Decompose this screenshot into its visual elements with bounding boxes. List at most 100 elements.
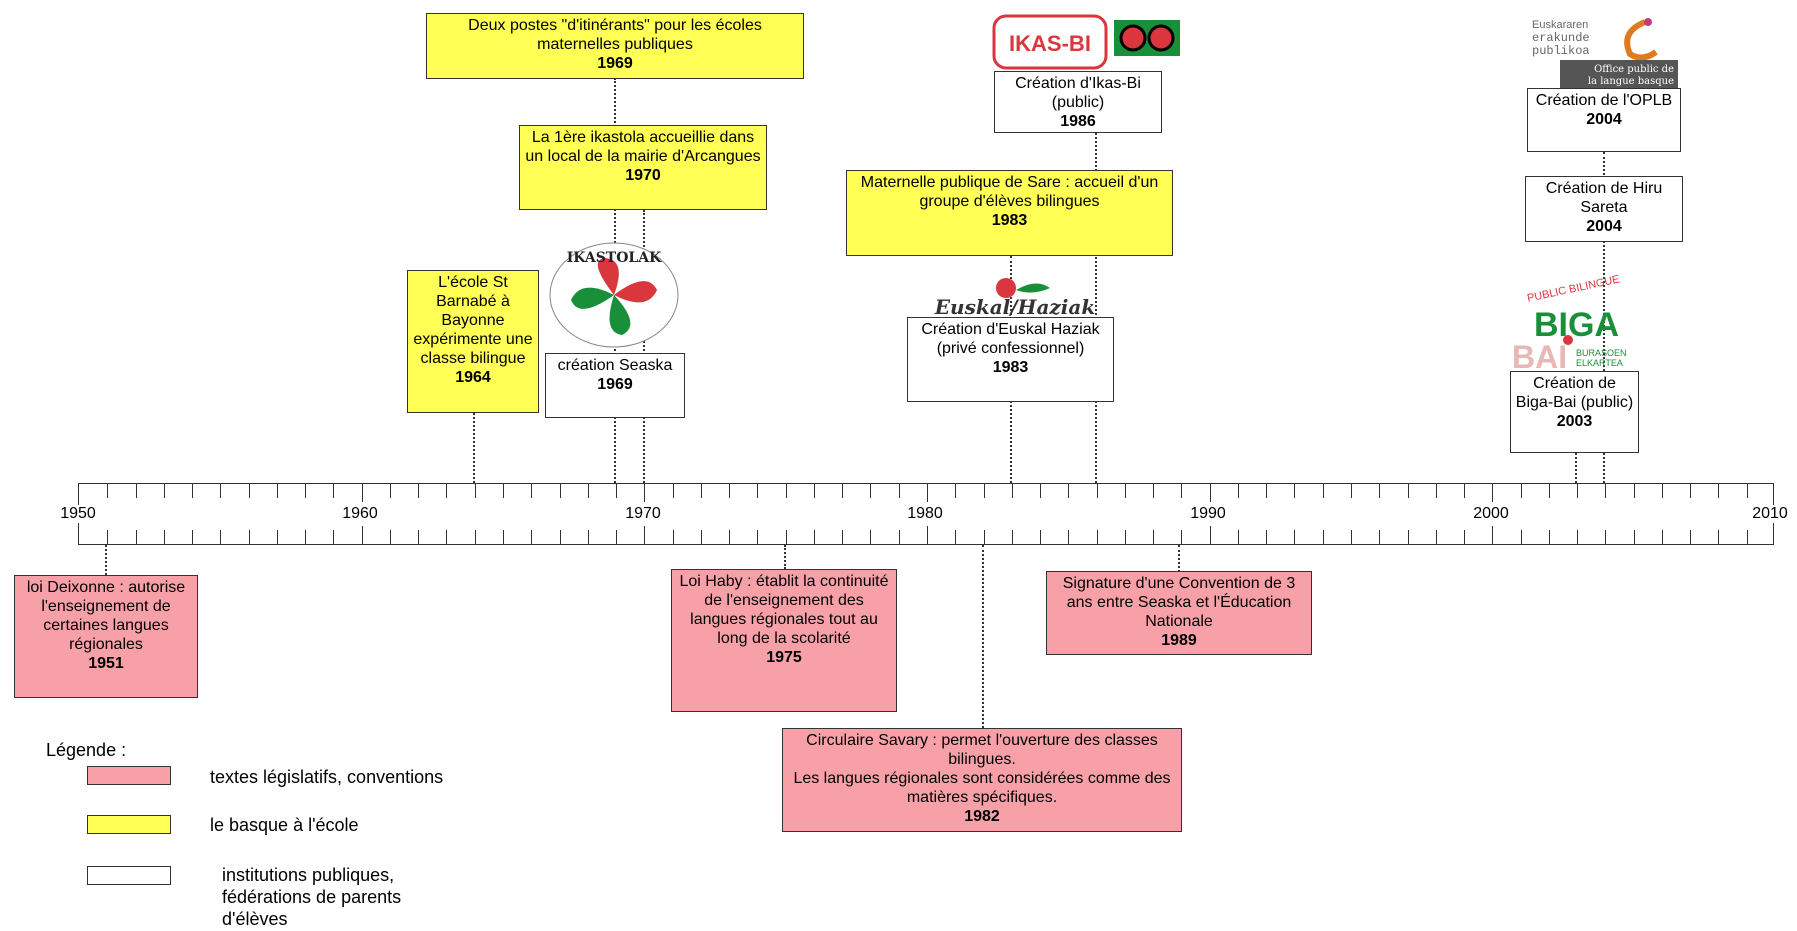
oplb-logo-text-5: la langue basque [1588,76,1674,87]
ikas-bi-logo: IKAS-BI [992,14,1180,70]
biga-logo-arc: PUBLIC BILINGUE [1526,273,1621,304]
axis-tick [163,484,165,498]
axis-tick [446,530,448,544]
legend-swatch-yellow [87,815,171,834]
axis-tick [107,484,109,498]
axis-label-1970: 1970 [613,505,673,523]
axis-tick [700,530,702,544]
event-year: 1964 [455,369,491,386]
legend-label-white: institutions publiques, fédérations de p… [222,864,401,930]
event-maternelle-sare: Maternelle publique de Sare : accueil d'… [846,170,1173,256]
axis-label-1980: 1980 [895,505,955,523]
axis-tick [927,484,928,502]
event-text: Signature d'une Convention de 3 ans entr… [1062,575,1296,630]
event-text: loi Deixonne : autorise l'enseignement d… [26,579,186,653]
axis-tick [898,530,900,544]
axis-tick [1464,530,1466,544]
legend-label-white-3: d'élèves [222,909,288,929]
axis-tick [276,530,278,544]
event-year: 1982 [964,808,1000,825]
axis-tick [1718,530,1720,544]
axis-label-1990: 1990 [1178,505,1238,523]
axis-tick [248,484,250,498]
axis-tick [729,484,731,498]
axis-tick [276,484,278,498]
axis-tick [474,530,476,544]
event-year: 1983 [992,359,1029,376]
axis-tick [220,530,222,544]
axis-tick [1746,484,1748,498]
axis-tick [1379,484,1381,498]
axis-tick [474,484,476,498]
biga-logo-text-4: ELKARTEA [1576,358,1623,368]
axis-tick [587,484,589,498]
axis-tick [1266,530,1268,544]
event-year: 1983 [991,212,1028,229]
event-creation-oplb: Création de l'OPLB 2004 [1527,88,1681,152]
axis-tick [842,530,844,544]
event-creation-hiru-sareta: Création de Hiru Sareta 2004 [1525,176,1683,242]
event-itinerants: Deux postes "d'itinérants" pour les écol… [426,13,804,79]
oplb-logo: Euskararen erakunde publikoa Office publ… [1532,18,1678,88]
axis-tick [955,530,957,544]
legend-label-pink: textes législatifs, conventions [210,767,444,787]
axis-tick [418,484,420,498]
event-text: création Seaska [557,357,673,374]
axis-tick [927,526,928,544]
seaska-logo-text: IKASTOLAK [567,250,662,266]
event-text: Création de Biga-Bai (public) [1515,375,1634,411]
axis-tick [503,484,504,498]
axis-tick [248,530,250,544]
axis-tick [305,484,307,498]
event-creation-ikas-bi: Création d'Ikas-Bi (public) 1986 [994,71,1162,133]
axis-tick [1464,484,1466,498]
axis-tick [1577,530,1579,544]
seaska-ikastolak-logo: IKASTOLAK [549,242,679,348]
event-text-2: Les langues régionales sont considérées … [793,770,1171,806]
axis-tick [361,484,363,502]
axis-label-2000: 2000 [1461,505,1521,523]
event-year: 2003 [1556,413,1593,430]
axis-label-1950: 1950 [48,505,108,523]
biga-bai-logo: PUBLIC BILINGUE BIGA BAI BURASOEN ELKART… [1512,273,1627,372]
axis-tick [1011,484,1013,498]
axis-tick [1435,530,1437,544]
axis-tick [1548,530,1550,544]
axis-tick [135,530,137,544]
oplb-logo-text-4: Office public de [1594,64,1674,75]
axis-tick [220,484,222,498]
event-text: Création d'Euskal Haziak (privé confessi… [921,321,1100,357]
axis-tick [1068,530,1070,544]
axis-tick [644,484,646,502]
axis-tick [418,530,420,544]
event-text-1: Circulaire Savary : permet l'ouverture d… [806,732,1158,768]
event-creation-euskal-haziak: Création d'Euskal Haziak (privé confessi… [907,317,1114,402]
axis-tick [192,484,194,498]
connector-1964 [473,413,475,483]
event-creation-seaska: création Seaska 1969 [545,353,685,418]
axis-tick [1351,530,1352,544]
biga-logo-text-2: BAI [1512,339,1567,372]
event-st-barnabe: L'école St Barnabé à Bayonne expérimente… [407,270,539,413]
biga-logo-text-3: BURASOEN [1576,348,1627,358]
axis-tick [1746,530,1748,544]
axis-tick [1322,484,1324,498]
axis-tick [983,484,985,498]
axis-tick [1040,484,1042,498]
event-text: Maternelle publique de Sare : accueil d'… [860,174,1159,210]
legend-label-white-1: institutions publiques, [222,865,395,885]
axis-tick [1520,530,1522,544]
axis-tick [135,484,137,498]
axis-tick [1661,530,1663,544]
event-year: 1969 [597,55,633,72]
axis-tick [672,530,674,544]
axis-tick [1294,484,1296,498]
axis-tick [785,484,787,498]
axis-tick [1096,484,1098,498]
connector-1989 [1178,545,1180,572]
event-premiere-ikastola: La 1ère ikastola accueillie dans un loca… [519,125,767,210]
axis-tick [983,530,985,544]
axis-tick [1237,484,1239,498]
axis-tick [1237,530,1239,544]
axis-tick [1633,484,1635,498]
